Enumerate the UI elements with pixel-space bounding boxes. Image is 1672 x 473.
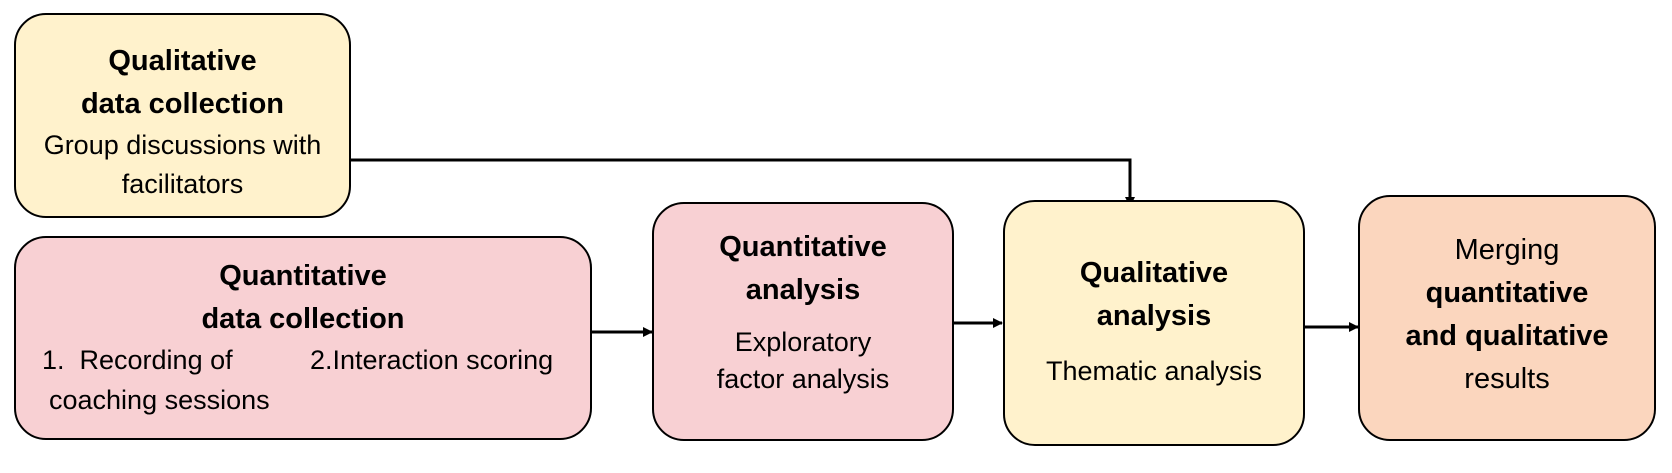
qualitative-data-collection-box: Qualitative data collection Group discus… [14, 13, 351, 218]
qual-analysis-body: Thematic analysis [1045, 356, 1263, 386]
qual-collection-body-line2: facilitators [121, 169, 244, 199]
merging-line3: and qualitative [1405, 320, 1609, 352]
merging-line1: Merging [1454, 234, 1560, 266]
qual-analysis-title-line1: Qualitative [1079, 257, 1229, 289]
quant-analysis-title-line1: Quantitative [719, 231, 887, 263]
qual-analysis-title-line2: analysis [1096, 300, 1212, 332]
merging-line2: quantitative [1425, 277, 1589, 309]
quant-collection-item2: 2.Interaction scoring [310, 345, 554, 375]
merging-results-box: Merging quantitative and qualitative res… [1358, 195, 1656, 441]
quant-collection-item1-line1: 1. Recording of [42, 345, 233, 375]
quant-collection-title-line2: data collection [201, 303, 405, 335]
merging-line4: results [1464, 363, 1550, 395]
quant-collection-title-line1: Quantitative [219, 260, 387, 292]
qualitative-analysis-box: Qualitative analysis Thematic analysis [1003, 200, 1305, 446]
quantitative-data-collection-box: Quantitative data collection 1. Recordin… [14, 236, 592, 440]
quantitative-analysis-box: Quantitative analysis Exploratory factor… [652, 202, 954, 441]
quant-analysis-title-line2: analysis [745, 274, 861, 306]
quant-collection-item1-line2: coaching sessions [49, 385, 270, 415]
qual-collection-title-line1: Qualitative [108, 45, 257, 77]
arrow-qual-collection-to-qual-analysis [350, 158, 1135, 207]
quant-analysis-body-line1: Exploratory [734, 327, 872, 357]
quant-collection-items: 1. Recording of coaching sessions 2.Inte… [16, 341, 590, 421]
quant-analysis-body-line2: factor analysis [716, 364, 890, 394]
qual-collection-body-line1: Group discussions with [43, 130, 322, 160]
qual-collection-title-line2: data collection [80, 88, 285, 120]
